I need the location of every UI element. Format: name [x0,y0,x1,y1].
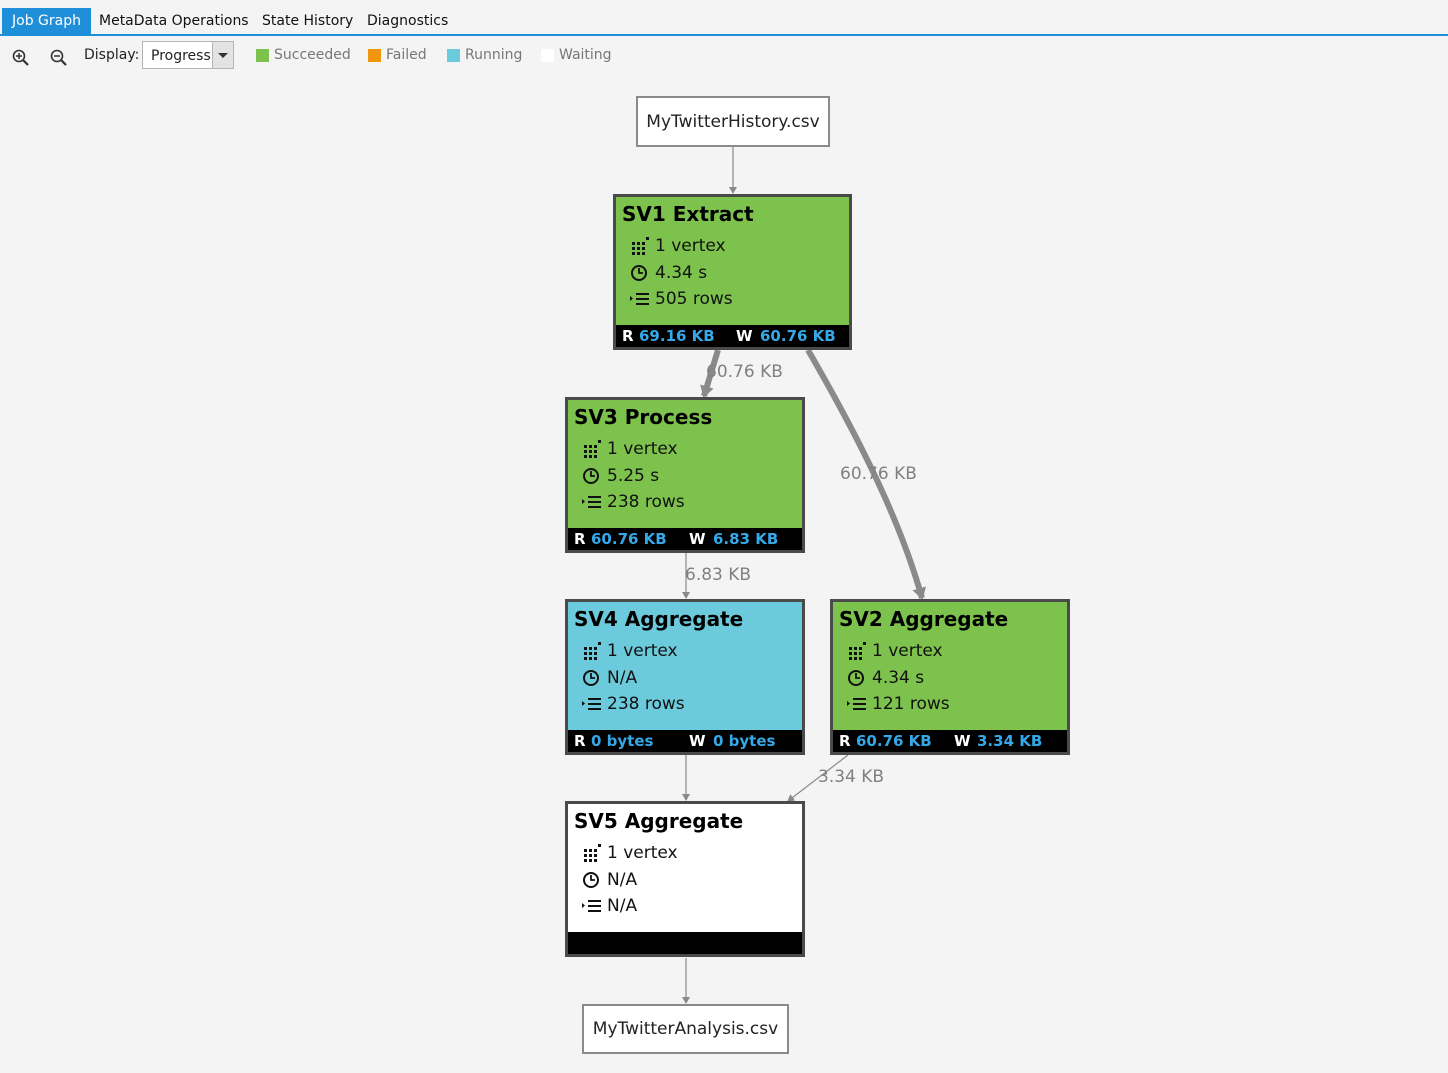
legend-waiting-label: Waiting [559,47,612,63]
legend-waiting-swatch [541,49,554,62]
toolbar: Display: Progress Succeeded Failed Runni… [0,40,1448,72]
vertex-grid-icon [849,642,866,660]
stage-sv1-read: 69.16 KB [639,327,715,345]
stage-sv2-read: 60.76 KB [856,732,932,750]
output-file-label: MyTwitterAnalysis.csv [592,1019,779,1039]
stage-sv1-write: 60.76 KB [760,327,836,345]
stage-sv2-time: 4.34 s [872,668,925,688]
display-select-value: Progress [151,48,211,64]
tab-metadata-operations[interactable]: MetaData Operations [99,13,249,29]
vertex-grid-icon [584,844,601,862]
tab-diagnostics[interactable]: Diagnostics [367,13,449,29]
input-file-node[interactable]: MyTwitterHistory.csv [636,96,830,147]
stage-sv3-io-bar: R 60.76 KB W 6.83 KB [568,528,802,550]
read-key: R [574,732,586,750]
stage-sv5-time: N/A [607,870,638,890]
write-key: W [689,530,706,548]
clock-icon [631,265,647,281]
stage-sv3[interactable]: SV3 Process 1 vertex 5.25 s 238 rows R 6… [565,397,805,553]
stage-sv1-time: 4.34 s [655,263,708,283]
edge-label-sv2-sv5: 3.34 KB [818,767,885,787]
read-key: R [622,327,634,345]
clock-icon [848,670,864,686]
vertex-grid-icon [584,440,601,458]
stage-sv3-write: 6.83 KB [713,530,779,548]
vertex-grid-icon [584,642,601,660]
rows-list-icon [582,496,601,508]
stage-sv2-vertex: 1 vertex [872,641,943,661]
legend-succeeded-swatch [256,49,269,62]
legend-failed-label: Failed [386,47,427,63]
chevron-down-icon[interactable] [212,42,233,68]
rows-list-icon [847,698,866,710]
stage-sv2-title: SV2 Aggregate [839,607,1009,631]
stage-sv5-vertex: 1 vertex [607,843,678,863]
stage-sv4-io-bar: R 0 bytes W 0 bytes [568,730,802,752]
read-key: R [839,732,851,750]
display-label: Display: [84,47,140,63]
write-key: W [954,732,971,750]
stage-sv4-time: N/A [607,668,638,688]
stage-sv5-io-bar [568,932,802,954]
stage-sv3-title: SV3 Process [574,405,713,429]
legend-running-swatch [447,49,460,62]
rows-list-icon [630,293,649,305]
write-key: W [736,327,753,345]
stage-sv4[interactable]: SV4 Aggregate 1 vertex N/A 238 rows R 0 … [565,599,805,755]
stage-sv3-read: 60.76 KB [591,530,667,548]
stage-sv5-title: SV5 Aggregate [574,809,744,833]
rows-list-icon [582,900,601,912]
zoom-out-icon[interactable] [49,48,69,68]
input-file-label: MyTwitterHistory.csv [646,111,820,132]
vertex-grid-icon [632,237,649,255]
stage-sv3-time: 5.25 s [607,466,660,486]
zoom-in-icon[interactable] [11,48,31,68]
legend-failed-swatch [368,49,381,62]
rows-list-icon [582,698,601,710]
clock-icon [583,872,599,888]
edge-label-sv1-sv2: 60.76 KB [840,464,917,484]
tab-bar: Job Graph MetaData Operations State Hist… [0,0,1448,36]
stage-sv4-rows: 238 rows [607,694,685,714]
edge-sv1-sv2 [805,348,927,600]
stage-sv5[interactable]: SV5 Aggregate 1 vertex N/A N/A [565,801,805,957]
edge-label-sv3-sv4: 6.83 KB [685,565,752,585]
tab-state-history[interactable]: State History [262,13,354,29]
edge-label-sv1-sv3: 60.76 KB [706,362,783,382]
read-key: R [574,530,586,548]
stage-sv4-read: 0 bytes [591,732,654,750]
stage-sv4-vertex: 1 vertex [607,641,678,661]
clock-icon [583,670,599,686]
edge-sv1-sv3 [700,349,721,398]
stage-sv3-rows: 238 rows [607,492,685,512]
tab-job-graph[interactable]: Job Graph [2,8,91,34]
stage-sv2-io-bar: R 60.76 KB W 3.34 KB [833,730,1067,752]
stage-sv4-write: 0 bytes [713,732,776,750]
stage-sv1-title: SV1 Extract [622,202,754,226]
display-select[interactable]: Progress [142,41,234,69]
output-file-node[interactable]: MyTwitterAnalysis.csv [582,1004,789,1054]
legend-succeeded-label: Succeeded [274,47,351,63]
stage-sv1-vertex: 1 vertex [655,236,726,256]
edge-sv2-sv5 [787,754,849,802]
stage-sv4-title: SV4 Aggregate [574,607,744,631]
clock-icon [583,468,599,484]
stage-sv5-rows: N/A [607,896,638,916]
stage-sv1[interactable]: SV1 Extract 1 vertex 4.34 s 505 rows R 6… [613,194,852,350]
stage-sv1-rows: 505 rows [655,289,733,309]
stage-sv3-vertex: 1 vertex [607,439,678,459]
stage-sv2-rows: 121 rows [872,694,950,714]
stage-sv2-write: 3.34 KB [977,732,1043,750]
legend-running-label: Running [465,47,523,63]
stage-sv2[interactable]: SV2 Aggregate 1 vertex 4.34 s 121 rows R… [830,599,1070,755]
write-key: W [689,732,706,750]
stage-sv1-io-bar: R 69.16 KB W 60.76 KB [616,325,849,347]
